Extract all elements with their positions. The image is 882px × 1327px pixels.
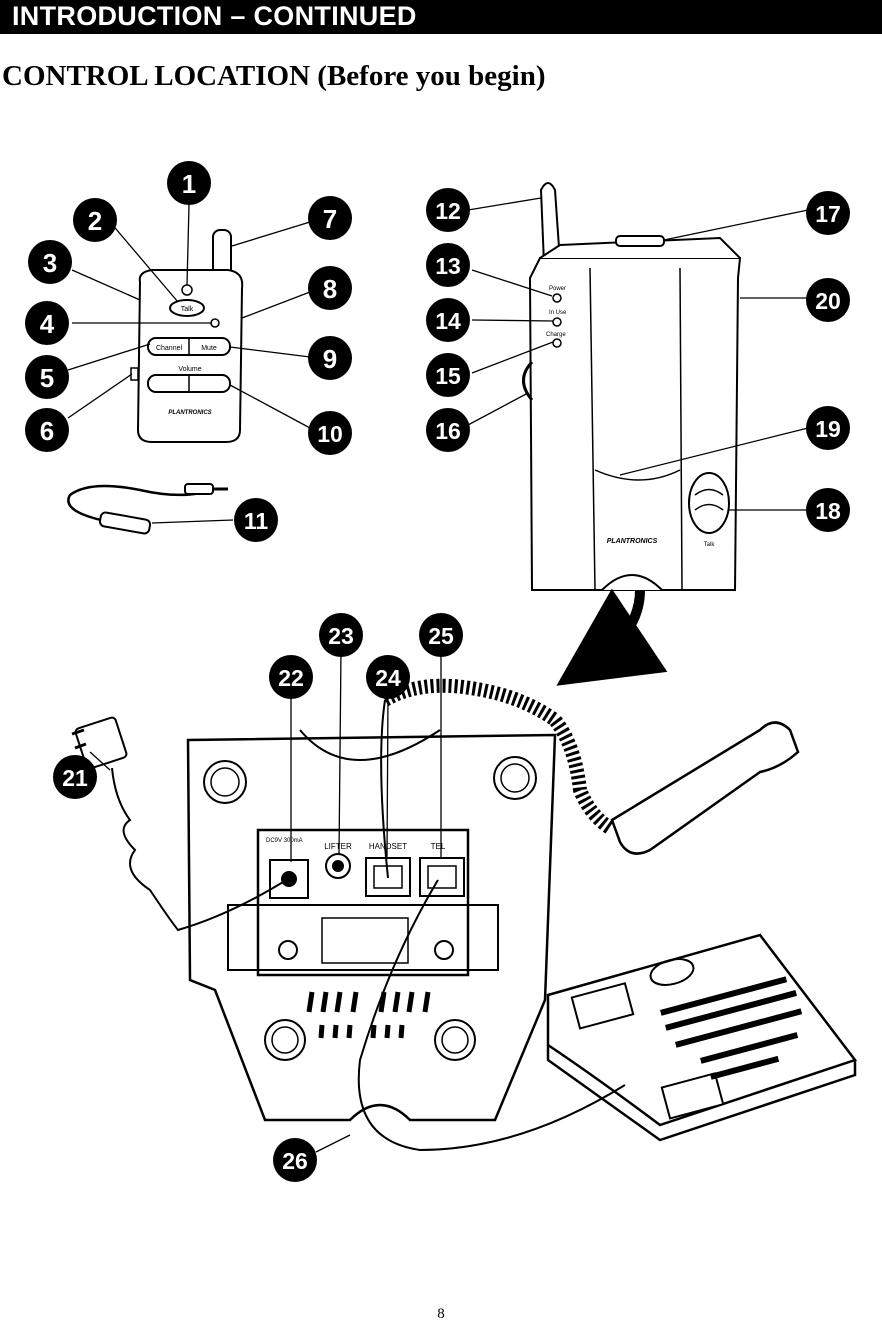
base-talk-label: Talk — [704, 542, 716, 548]
callout-7: 7 — [308, 196, 352, 240]
svg-text:12: 12 — [435, 198, 461, 224]
section-header-bar: INTRODUCTION – CONTINUED — [0, 0, 882, 34]
svg-text:3: 3 — [43, 248, 57, 278]
headset-volume-label: Volume — [178, 366, 201, 373]
callout-15: 15 — [426, 353, 470, 397]
callout-16: 16 — [426, 408, 470, 452]
headset-unit-illustration: Talk Channel Mute Volume PLANTRONICS — [130, 229, 244, 443]
tel-port-label: TEL — [431, 842, 446, 851]
base-bottom-view-illustration: DC9V 300mA LIFTER HANDSET TEL — [186, 729, 557, 1122]
svg-text:6: 6 — [40, 416, 54, 446]
telephone-line-cord — [357, 879, 626, 1152]
svg-text:18: 18 — [815, 498, 841, 524]
svg-text:5: 5 — [40, 363, 54, 393]
base-power-led — [552, 293, 562, 303]
svg-text:23: 23 — [328, 623, 354, 649]
power-adapter-illustration — [71, 716, 289, 932]
base-in-use-led — [552, 317, 562, 327]
callout-10: 10 — [308, 411, 352, 455]
svg-text:13: 13 — [435, 253, 461, 279]
foot-bottom-left — [264, 1019, 306, 1061]
callout-20: 20 — [806, 278, 850, 322]
svg-text:22: 22 — [278, 665, 304, 691]
headset-channel-label: Channel — [156, 345, 183, 352]
svg-text:2: 2 — [88, 206, 102, 236]
svg-text:21: 21 — [62, 765, 88, 791]
headset-led — [181, 284, 193, 296]
phone-handset — [610, 721, 800, 855]
callout-11: 11 — [234, 498, 278, 542]
callout-3: 3 — [28, 240, 72, 284]
callout-17: 17 — [806, 191, 850, 235]
headset-talk-label: Talk — [181, 306, 194, 313]
flip-over-arrow — [556, 588, 668, 686]
base-side-knob — [522, 360, 534, 401]
callout-25: 25 — [419, 613, 463, 657]
handset-port-label: HANDSET — [369, 842, 407, 851]
svg-text:1: 1 — [182, 169, 196, 199]
svg-text:20: 20 — [815, 288, 841, 314]
callout-26: 26 — [273, 1138, 317, 1182]
callout-22: 22 — [269, 655, 313, 699]
leader-lines — [67, 197, 809, 1153]
control-location-figure: Talk Channel Mute Volume PLANTRONICS Pow… — [0, 140, 882, 1220]
callout-23: 23 — [319, 613, 363, 657]
base-power-label: Power — [549, 286, 566, 292]
headset-cord-illustration — [67, 483, 228, 535]
svg-text:25: 25 — [428, 623, 454, 649]
callout-13: 13 — [426, 243, 470, 287]
svg-text:19: 19 — [815, 416, 841, 442]
foot-top-right — [493, 756, 537, 800]
svg-text:14: 14 — [435, 308, 461, 334]
callout-21: 21 — [53, 755, 97, 799]
callout-5: 5 — [25, 355, 69, 399]
base-brand: PLANTRONICS — [607, 538, 658, 545]
tel-port — [419, 857, 465, 897]
svg-text:15: 15 — [435, 363, 461, 389]
svg-text:24: 24 — [375, 665, 401, 691]
callout-24: 24 — [366, 655, 410, 699]
callout-1: 1 — [167, 161, 211, 205]
callout-9: 9 — [308, 336, 352, 380]
callout-4: 4 — [25, 301, 69, 345]
svg-text:7: 7 — [323, 204, 337, 234]
headset-talk-button — [169, 299, 205, 317]
callout-6: 6 — [25, 408, 69, 452]
dc-power-label: DC9V 300mA — [266, 838, 303, 844]
svg-text:4: 4 — [40, 309, 55, 339]
callout-8: 8 — [308, 266, 352, 310]
callout-12: 12 — [426, 188, 470, 232]
callout-2: 2 — [73, 198, 117, 242]
headset-brand: PLANTRONICS — [168, 410, 211, 416]
callout-19: 19 — [806, 406, 850, 450]
svg-text:26: 26 — [282, 1148, 308, 1174]
svg-text:16: 16 — [435, 418, 461, 444]
base-charge-label: Charge — [546, 332, 566, 338]
headset-jack — [130, 367, 139, 381]
callout-markers: 1 2 3 4 5 6 7 8 9 10 11 12 13 14 15 16 1… — [25, 161, 850, 1182]
callout-18: 18 — [806, 488, 850, 532]
svg-text:17: 17 — [815, 201, 841, 227]
page-title: CONTROL LOCATION (Before you begin) — [2, 60, 546, 92]
svg-text:8: 8 — [323, 274, 337, 304]
base-headset-cradle — [615, 235, 665, 247]
callout-14: 14 — [426, 298, 470, 342]
control-location-diagram: Talk Channel Mute Volume PLANTRONICS Pow… — [25, 161, 858, 1182]
telephone-illustration — [357, 879, 858, 1152]
svg-text:9: 9 — [323, 344, 337, 374]
base-talk-button — [688, 472, 730, 534]
foot-top-left — [203, 760, 247, 804]
base-charge-led — [552, 338, 562, 348]
page-number: 8 — [437, 1306, 445, 1322]
lifter-label: LIFTER — [324, 842, 352, 851]
svg-text:10: 10 — [317, 421, 343, 447]
headset-mute-indicator — [210, 318, 220, 328]
base-in-use-label: In Use — [549, 310, 567, 316]
base-unit-illustration: Power In Use Charge Talk PLANTRONICS — [522, 182, 742, 591]
headset-mute-label: Mute — [201, 345, 217, 352]
svg-text:11: 11 — [244, 508, 269, 534]
section-header-title: INTRODUCTION – CONTINUED — [12, 1, 417, 31]
foot-bottom-right — [434, 1019, 476, 1061]
handset-illustration — [380, 678, 800, 879]
